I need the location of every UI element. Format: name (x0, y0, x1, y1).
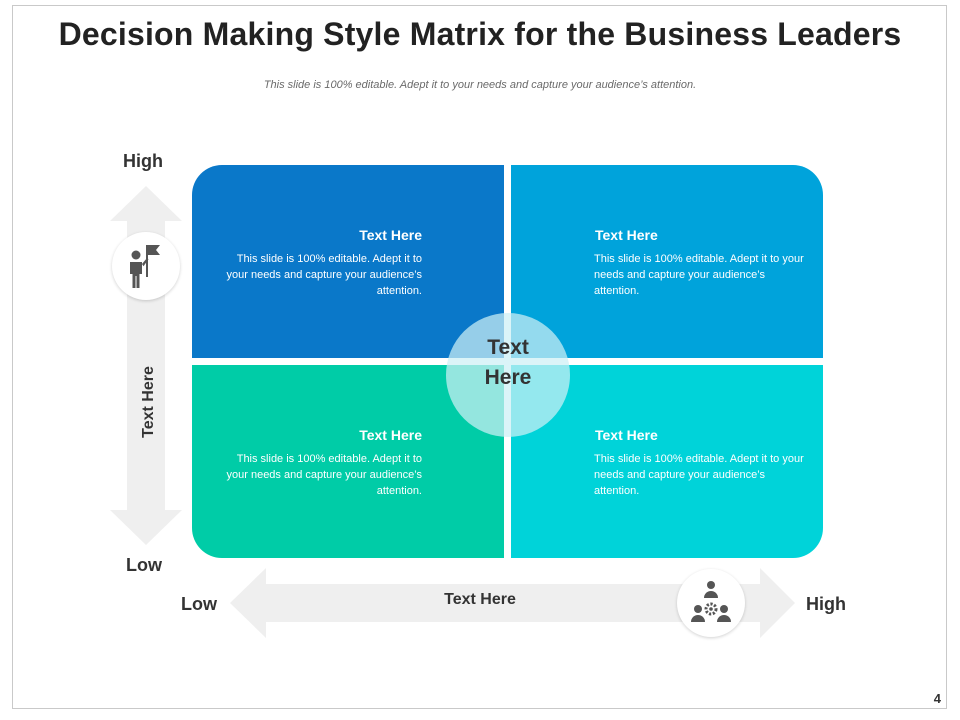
quadrant-heading: Text Here (595, 427, 658, 443)
person-with-flag-icon (130, 245, 160, 288)
vertical-axis-icon-badge (112, 232, 180, 300)
quadrant-heading: Text Here (359, 427, 422, 443)
page-number: 4 (933, 691, 941, 706)
slide-subtitle: This slide is 100% editable. Adept it to… (263, 79, 697, 91)
quadrant-body: This slide is 100% editable. Adept it to… (226, 253, 423, 297)
x-axis-low-label: Low (181, 594, 217, 614)
slide-frame (12, 5, 947, 709)
center-circle (446, 313, 570, 437)
quadrant-body: This slide is 100% editable. Adept it to… (226, 453, 423, 497)
quadrant-body: This slide is 100% editable. Adept it to… (594, 453, 804, 497)
horizontal-axis-icon-badge (677, 569, 745, 637)
x-axis-high-label: High (806, 594, 846, 614)
center-label-line2: Here (484, 366, 532, 389)
center-label: Text Here (446, 333, 570, 393)
center-label-line1: Text (487, 336, 529, 359)
quadrant-top-right: Text Here This slide is 100% editable. A… (511, 165, 823, 358)
y-axis-high-label: High (123, 151, 163, 171)
quadrant-heading: Text Here (595, 227, 658, 243)
horizontal-axis-arrow (230, 568, 795, 638)
y-axis-title: Text Here (140, 366, 157, 438)
x-axis-title: Text Here (444, 591, 516, 608)
quadrant-top-left: Text Here This slide is 100% editable. A… (192, 165, 504, 358)
slide-title: Decision Making Style Matrix for the Bus… (58, 16, 902, 52)
quadrant-heading: Text Here (359, 227, 422, 243)
y-axis-low-label: Low (126, 555, 162, 575)
team-gear-icon (691, 581, 731, 622)
quadrant-body: This slide is 100% editable. Adept it to… (594, 253, 804, 297)
